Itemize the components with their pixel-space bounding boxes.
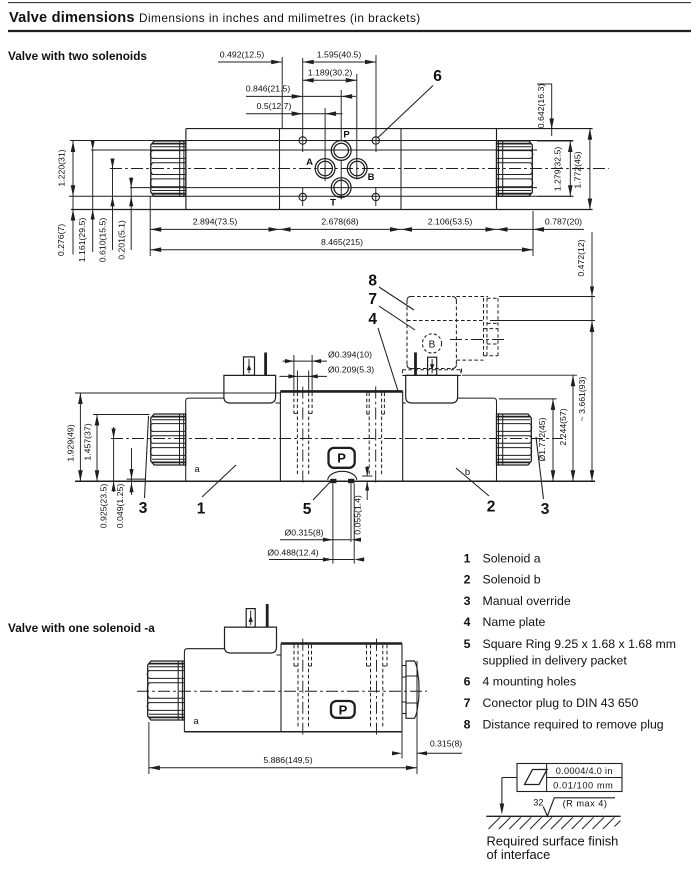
- svg-text:7: 7: [464, 696, 471, 710]
- svg-text:P: P: [339, 702, 348, 717]
- svg-text:2: 2: [464, 573, 471, 587]
- svg-text:8: 8: [464, 717, 471, 731]
- svg-text:0.055(1.4): 0.055(1.4): [353, 495, 363, 535]
- svg-text:Manual override: Manual override: [483, 594, 571, 608]
- svg-text:Ø0.394(10): Ø0.394(10): [328, 349, 372, 359]
- svg-text:1.220(31): 1.220(31): [57, 149, 67, 186]
- svg-text:1.279(32.5): 1.279(32.5): [552, 147, 562, 192]
- svg-text:1.161(29.5): 1.161(29.5): [77, 218, 87, 263]
- svg-text:B: B: [368, 172, 375, 183]
- svg-text:2: 2: [487, 499, 496, 516]
- svg-text:5.886(149,5): 5.886(149,5): [263, 755, 312, 765]
- svg-text:0.5(12.7): 0.5(12.7): [257, 101, 292, 111]
- svg-text:0.472(12): 0.472(12): [576, 239, 586, 276]
- svg-text:0.787(20): 0.787(20): [545, 217, 582, 227]
- svg-text:Required surface finish: Required surface finish: [487, 834, 619, 849]
- svg-text:3: 3: [464, 594, 471, 608]
- svg-text:0.925(23.5): 0.925(23.5): [98, 484, 108, 529]
- svg-text:Conector plug to DIN 43 650: Conector plug to DIN 43 650: [483, 696, 639, 710]
- svg-text:0.01/100 mm: 0.01/100 mm: [553, 780, 613, 790]
- svg-text:Ø0.209(5.3): Ø0.209(5.3): [328, 365, 374, 375]
- svg-text:T: T: [330, 198, 336, 209]
- svg-text:b: b: [465, 467, 470, 478]
- svg-text:32: 32: [533, 798, 543, 808]
- svg-text:1.189(30.2): 1.189(30.2): [308, 68, 353, 78]
- svg-text:0.846(21.5): 0.846(21.5): [246, 84, 291, 94]
- svg-text:4 mounting holes: 4 mounting holes: [483, 674, 577, 688]
- svg-text:2.106(53.5): 2.106(53.5): [428, 217, 473, 227]
- svg-text:Valve with two solenoids: Valve with two solenoids: [8, 49, 147, 63]
- svg-text:6: 6: [433, 68, 442, 85]
- svg-text:Valve with one solenoid -a: Valve with one solenoid -a: [8, 621, 155, 635]
- svg-text:0.049(1.25): 0.049(1.25): [115, 484, 125, 529]
- svg-text:Ø1.772(45): Ø1.772(45): [537, 417, 547, 461]
- svg-text:0.315(8): 0.315(8): [430, 739, 462, 749]
- svg-text:P: P: [337, 451, 346, 466]
- svg-text:A: A: [306, 157, 313, 168]
- svg-text:Name plate: Name plate: [483, 615, 546, 629]
- svg-text:0.201(5.1): 0.201(5.1): [117, 220, 127, 260]
- svg-text:P: P: [343, 130, 350, 141]
- svg-text:8: 8: [368, 273, 377, 290]
- svg-text:1.929(49): 1.929(49): [66, 424, 76, 461]
- svg-text:7: 7: [368, 291, 377, 308]
- svg-text:2.244(57): 2.244(57): [558, 408, 568, 445]
- svg-text:0.276(7): 0.276(7): [56, 224, 66, 256]
- svg-text:Solenoid a: Solenoid a: [483, 552, 541, 566]
- svg-text:1.772(45): 1.772(45): [573, 151, 583, 188]
- svg-text:5: 5: [303, 501, 312, 518]
- svg-text:Square Ring 9.25 x 1.68 x 1.68: Square Ring 9.25 x 1.68 x 1.68 mm: [483, 637, 676, 651]
- svg-text:3: 3: [541, 501, 550, 518]
- svg-text:3: 3: [139, 500, 148, 517]
- svg-text:a: a: [193, 716, 199, 727]
- svg-text:1: 1: [464, 552, 471, 566]
- svg-text:1.595(40.5): 1.595(40.5): [317, 50, 362, 60]
- svg-text:5: 5: [464, 637, 471, 651]
- svg-text:2.894(73.5): 2.894(73.5): [193, 217, 238, 227]
- svg-text:Ø0.315(8): Ø0.315(8): [284, 528, 323, 538]
- svg-text:Solenoid b: Solenoid b: [483, 573, 541, 587]
- svg-text:Valve dimensions: Valve dimensions: [9, 10, 135, 26]
- svg-text:6: 6: [464, 674, 471, 688]
- svg-text:supplied in delivery packet: supplied in delivery packet: [483, 654, 628, 668]
- svg-text:1: 1: [197, 501, 206, 518]
- svg-text:2.678(68): 2.678(68): [321, 217, 358, 227]
- svg-text:Dimensions in inches and milim: Dimensions in inches and milimetres (in …: [139, 11, 421, 25]
- svg-text:4: 4: [368, 311, 377, 328]
- svg-text:0.0004/4.0 in: 0.0004/4.0 in: [556, 766, 613, 776]
- svg-text:a: a: [194, 464, 200, 475]
- svg-text:0.610(15.5): 0.610(15.5): [97, 218, 107, 263]
- svg-text:8.465(215): 8.465(215): [321, 237, 363, 247]
- svg-text:0.492(12.5): 0.492(12.5): [220, 50, 265, 60]
- svg-text:1.457(37): 1.457(37): [82, 423, 92, 460]
- svg-text:(R max 4): (R max 4): [563, 799, 608, 809]
- svg-text:of interface: of interface: [487, 847, 551, 862]
- svg-text:4: 4: [464, 615, 471, 629]
- svg-text:B: B: [429, 339, 436, 350]
- svg-text:Distance required to remove pl: Distance required to remove plug: [483, 717, 664, 731]
- svg-text:Ø0.488(12.4): Ø0.488(12.4): [267, 547, 318, 557]
- svg-text:0.642(16.3): 0.642(16.3): [536, 84, 546, 129]
- svg-text:~ 3.661(93): ~ 3.661(93): [577, 377, 587, 422]
